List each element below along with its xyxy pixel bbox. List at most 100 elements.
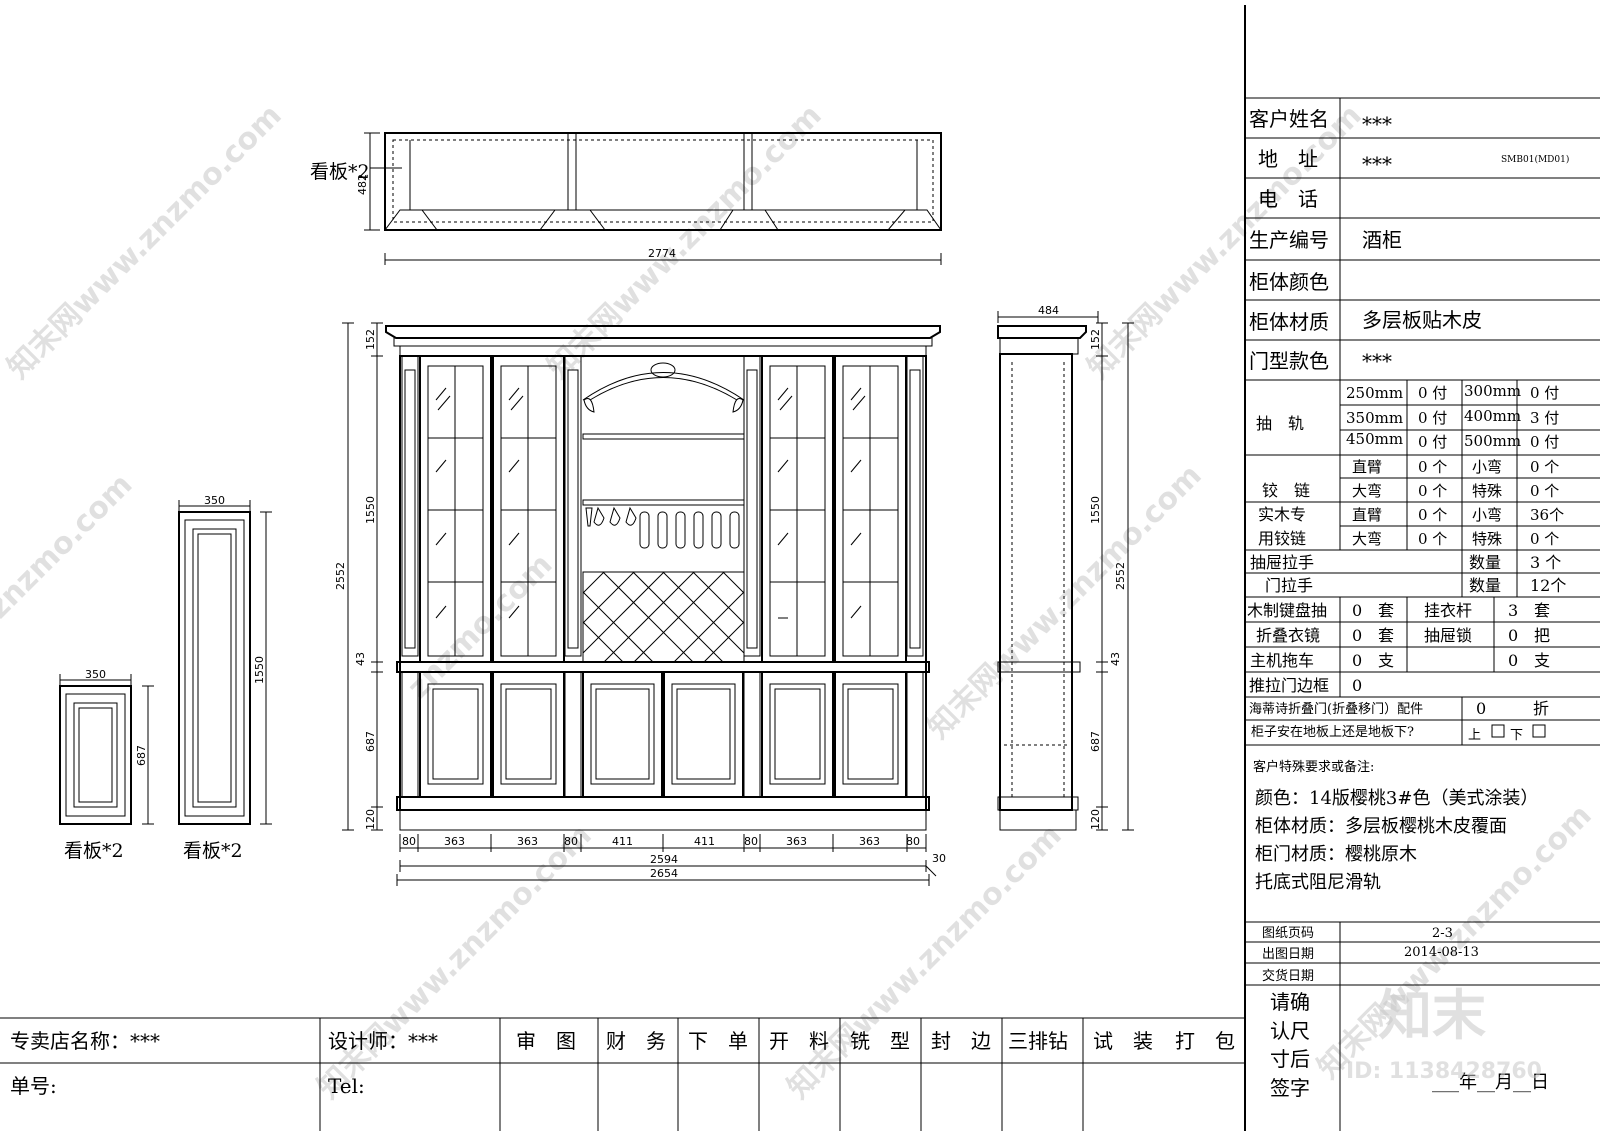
side-dim-total: 2552 <box>1114 562 1127 590</box>
dim-363: 363 <box>786 835 807 848</box>
panel-small-height: 687 <box>135 745 148 766</box>
front-dim-total: 2552 <box>334 562 347 590</box>
floor-checkbox-up[interactable] <box>1491 724 1505 738</box>
dim-363: 363 <box>517 835 538 848</box>
confirm-label-1: 请确 <box>1270 990 1310 1014</box>
label-issue-date: 出图日期 <box>1262 947 1314 962</box>
value-address-code: SMB01(MD01) <box>1501 154 1569 165</box>
solid-hinge-qty: 36个 <box>1530 506 1564 524</box>
slide-size: 350mm <box>1346 409 1403 427</box>
label-cart: 主机拖车 <box>1250 651 1314 670</box>
note-line: 柜体材质：多层板樱桃木皮覆面 <box>1255 816 1507 837</box>
notes-title: 客户特殊要求或备注: <box>1253 759 1374 775</box>
slide-qty: 0 付 <box>1418 409 1447 427</box>
slide-qty: 0 付 <box>1418 433 1447 451</box>
slide-qty: 0 付 <box>1530 384 1559 402</box>
side-dim-crown: 152 <box>1089 329 1102 350</box>
confirm-label-2: 认尺 <box>1270 1019 1310 1043</box>
value-cart-unit2: 支 <box>1534 651 1550 670</box>
dim-411: 411 <box>694 835 715 848</box>
slide-qty: 0 付 <box>1418 384 1447 402</box>
dim-inner-total: 2594 <box>650 853 678 866</box>
confirm-label-3: 寸后 <box>1270 1047 1310 1071</box>
value-issue-date: 2014-08-13 <box>1404 945 1479 960</box>
front-view: 2552 152 1550 43 687 120 <box>334 322 946 886</box>
side-dim-upper: 1550 <box>1089 496 1102 524</box>
solid-hinge-type: 小弯 <box>1472 506 1502 524</box>
step-drilling: 三排钻 <box>1008 1029 1068 1053</box>
panel-small-label: 看板*2 <box>64 840 124 862</box>
floor-option-down: 下 <box>1510 728 1523 743</box>
side-view: 484 152 1550 43 687 120 2552 <box>997 304 1134 831</box>
label-floor-question: 柜子安在地板上还是地板下? <box>1251 725 1414 740</box>
note-line: 托底式阻尼滑轨 <box>1255 872 1381 893</box>
label-customer: 客户姓名 <box>1249 107 1329 131</box>
value-keyboard-qty: 0 <box>1352 601 1362 620</box>
dim-80: 80 <box>402 835 416 848</box>
front-dim-upper: 1550 <box>364 496 377 524</box>
value-keyboard-unit: 套 <box>1378 601 1394 620</box>
dim-offset: 30 <box>932 852 946 865</box>
solid-hinge-qty: 0 个 <box>1530 530 1559 548</box>
label-drawer-lock: 抽屉锁 <box>1424 626 1472 645</box>
watermark-text: 知末网www.znzmo.com <box>1 98 289 386</box>
value-lock-qty: 0 <box>1508 626 1518 645</box>
order-number: 单号: <box>10 1074 57 1098</box>
value-cart-unit: 支 <box>1378 651 1394 670</box>
watermark-text: znzmo.com <box>401 547 560 706</box>
hinge-qty: 0 个 <box>1418 458 1447 476</box>
watermark-text: 知末网www.znzmo.com <box>541 98 829 386</box>
label-production-no: 生产编号 <box>1249 228 1329 252</box>
dim-363: 363 <box>444 835 465 848</box>
panel-tall-width: 350 <box>204 494 225 507</box>
step-milling: 铣 型 <box>850 1029 910 1053</box>
label-mirror: 折叠衣镜 <box>1256 626 1320 645</box>
value-hanger-unit: 套 <box>1534 601 1550 620</box>
floor-checkbox-down[interactable] <box>1532 724 1546 738</box>
designer-name: 设计师：*** <box>328 1029 438 1053</box>
label-solid-hinges-2: 用铰链 <box>1258 529 1306 548</box>
solid-hinge-qty: 0 个 <box>1418 506 1447 524</box>
label-delivery-date: 交货日期 <box>1262 968 1314 984</box>
step-order: 下 单 <box>688 1029 748 1053</box>
hinge-qty: 0 个 <box>1418 482 1447 500</box>
label-address: 地 址 <box>1258 147 1318 171</box>
slide-size: 400mm <box>1464 407 1521 425</box>
info-table: 客户姓名 *** 地 址 *** SMB01(MD01) 电 话 生产编号 酒柜… <box>1244 5 1600 1131</box>
step-edging: 封 边 <box>931 1029 991 1053</box>
shop-name: 专卖店名称：*** <box>10 1029 160 1053</box>
top-depth-dim: 482 <box>356 174 369 195</box>
value-folding-unit: 折 <box>1533 699 1549 718</box>
floor-option-up: 上 <box>1468 728 1481 743</box>
label-door-qty: 数量 <box>1469 576 1501 595</box>
value-door-style: *** <box>1362 349 1392 373</box>
solid-hinge-qty: 0 个 <box>1418 530 1447 548</box>
step-finance: 财 务 <box>606 1029 666 1053</box>
dim-80: 80 <box>906 835 920 848</box>
slide-qty: 3 付 <box>1530 409 1559 427</box>
label-keyboard: 木制键盘抽 <box>1247 601 1327 620</box>
hinge-type: 小弯 <box>1472 458 1502 476</box>
label-phone: 电 话 <box>1258 187 1318 211</box>
front-dim-top: 43 <box>354 652 367 666</box>
front-dim-lower: 687 <box>364 731 377 752</box>
top-width-dim: 2774 <box>648 247 676 260</box>
slide-size: 300mm <box>1464 382 1521 400</box>
watermark-text: 知末网www.znzmo.com <box>921 458 1209 746</box>
side-width-dim: 484 <box>1038 304 1059 317</box>
top-view: 看板*2 482 2774 <box>310 132 942 265</box>
dim-80: 80 <box>744 835 758 848</box>
note-line: 柜门材质：樱桃原木 <box>1255 844 1417 865</box>
hinge-type: 特殊 <box>1472 482 1502 500</box>
label-solid-hinges-1: 实木专 <box>1258 505 1306 524</box>
value-door-qty: 12个 <box>1530 576 1566 595</box>
label-door-handle: 门拉手 <box>1265 576 1313 595</box>
note-line: 颜色：14版樱桃3#色（美式涂装） <box>1255 788 1538 809</box>
value-mirror-unit: 套 <box>1378 626 1394 645</box>
label-hinges: 铰 链 <box>1262 481 1310 500</box>
dim-outer-total: 2654 <box>650 867 678 880</box>
panel-small-width: 350 <box>85 668 106 681</box>
dim-80: 80 <box>564 835 578 848</box>
watermark-id: ID: 1138428760 <box>1346 1059 1542 1084</box>
